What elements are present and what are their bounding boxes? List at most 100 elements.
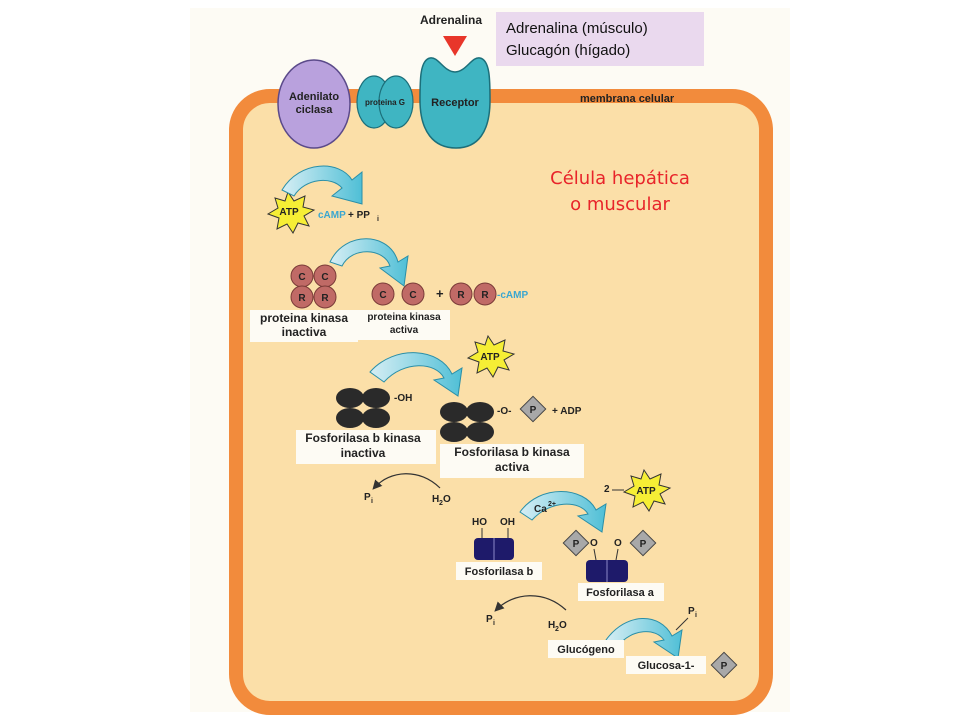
pk-activation-arrow xyxy=(329,238,409,287)
phosphate-diamond-2 xyxy=(562,529,590,557)
atp-burst-3 xyxy=(622,468,672,512)
phosphorylase-activation-arrow xyxy=(519,491,607,533)
adenylate-cyclase-label-1: Adenilato xyxy=(289,91,339,103)
phosphate-diamond-3 xyxy=(629,529,657,557)
glycogen-label: Glucógeno xyxy=(557,644,615,656)
svg-text:R: R xyxy=(298,293,306,304)
fbk-inactive-label-2: inactiva xyxy=(341,446,386,460)
receptor-label: Receptor xyxy=(431,97,479,109)
adenylate-cyclase xyxy=(277,59,351,149)
glucose-label-bg xyxy=(626,656,706,674)
svg-text:R: R xyxy=(321,293,329,304)
protein-kinase-active: C C xyxy=(371,282,425,306)
svg-text:C: C xyxy=(298,272,305,283)
h2o-label-2: H xyxy=(548,620,555,631)
pi-subscript-2: i xyxy=(493,620,495,627)
pi-subscript-1: i xyxy=(371,498,373,505)
fbk-oh: -OH xyxy=(394,393,412,404)
receptor xyxy=(419,57,491,149)
pi-label-3: P xyxy=(688,606,695,617)
pi-label-2: P xyxy=(486,614,493,625)
svg-text:C: C xyxy=(379,290,386,301)
pi-subscript-3: i xyxy=(695,612,697,619)
adenylate-cyclase-label-2: ciclasa xyxy=(296,104,334,116)
membrane-label: membrana celular xyxy=(580,93,675,105)
h2o-label-1: H xyxy=(432,494,439,505)
atp-label-1: ATP xyxy=(279,207,299,218)
atp-burst-2 xyxy=(466,334,516,378)
phosphorylase-b-label: Fosforilasa b xyxy=(465,566,534,578)
h2o-tail-1: O xyxy=(443,494,451,505)
fbk-active-label-bg xyxy=(440,444,584,478)
fbk-inactive-complex xyxy=(336,388,390,428)
pi-entry-line xyxy=(675,617,689,631)
pi-label-1: P xyxy=(364,492,371,503)
phosphorylase-a xyxy=(586,560,628,582)
h2o-tail-2: O xyxy=(559,620,567,631)
pk-active-label-1: proteina kinasa xyxy=(367,312,441,323)
hormone-note: Adrenalina (músculo) Glucagón (hígado) xyxy=(496,12,704,66)
adp-label: + ADP xyxy=(552,406,582,417)
h2o-sub-1: 2 xyxy=(439,500,443,507)
dephosphorylation-arrow-1 xyxy=(372,473,441,490)
pk-inactive-label-bg xyxy=(250,310,358,342)
ca-label: Ca xyxy=(534,504,547,515)
phosphorylase-a-label-bg xyxy=(578,583,664,601)
o-label-2: O xyxy=(614,538,622,549)
hormone-note-line-1: Adrenalina (músculo) xyxy=(506,20,648,37)
pp-label: + PP xyxy=(348,210,370,221)
pk-active-label-2: activa xyxy=(390,325,419,336)
fbk-inactive-label-bg xyxy=(296,430,436,464)
h2o-sub-2: 2 xyxy=(555,626,559,633)
fbk-inactive-label-1: Fosforilasa b kinasa xyxy=(305,431,421,445)
phosphate-diamond-1 xyxy=(519,395,547,423)
phosphate-diamond-4 xyxy=(710,651,738,679)
atp-burst-1 xyxy=(266,190,316,234)
cell-caption-line-1: Célula hepática xyxy=(550,168,690,189)
atp-label-2: ATP xyxy=(480,352,500,363)
phosphate-label-2: P xyxy=(573,539,580,550)
svg-text:C: C xyxy=(321,272,328,283)
pk-active-label-bg xyxy=(358,310,450,340)
svg-text:R: R xyxy=(457,290,465,301)
two-label: 2 xyxy=(604,484,610,495)
cell-caption: Célula hepática o muscular xyxy=(520,166,720,218)
pp-subscript: i xyxy=(377,216,379,223)
glycogenolysis-arrow xyxy=(605,618,683,659)
protein-kinase-inactive: C C R R xyxy=(290,264,337,309)
o-label-1: O xyxy=(590,538,598,549)
glucose-label: Glucosa-1- xyxy=(638,660,695,672)
glycogen-label-bg xyxy=(548,640,624,658)
svg-text:R: R xyxy=(481,290,489,301)
atp-to-camp-arrow xyxy=(281,165,363,205)
phosphorylase-b xyxy=(474,538,514,560)
pk-inactive-label-2: inactiva xyxy=(282,325,327,339)
g-protein-right xyxy=(378,75,414,129)
fbk-active-label-2: activa xyxy=(495,460,529,474)
ho-label: HO xyxy=(472,517,487,528)
fbk-active-label-1: Fosforilasa b kinasa xyxy=(454,445,570,459)
phosphorylase-a-label: Fosforilasa a xyxy=(586,587,655,599)
pk-plus: + xyxy=(436,286,444,301)
atp-label-3: ATP xyxy=(636,486,656,497)
cell-caption-line-2: o muscular xyxy=(570,194,670,215)
dephosphorylation-arrow-2 xyxy=(494,595,567,612)
fbk-o-dash: -O- xyxy=(497,406,511,417)
fbk-active-complex xyxy=(440,402,494,442)
oh-label: OH xyxy=(500,517,515,528)
phosphate-label-3: P xyxy=(640,539,647,550)
svg-text:C: C xyxy=(409,290,416,301)
pk-inactive-label-1: proteina kinasa xyxy=(260,311,348,325)
phosphate-label-1: P xyxy=(530,405,537,416)
o-bond-2 xyxy=(615,548,619,561)
regulatory-subunits: R R xyxy=(449,282,497,306)
g-protein-label: proteina G xyxy=(365,98,405,107)
o-bond-1 xyxy=(593,548,597,561)
phosphorylase-b-label-bg xyxy=(456,562,542,580)
adrenalina-ligand xyxy=(443,36,467,56)
ca-superscript: 2+ xyxy=(548,501,556,508)
hormone-note-line-2: Glucagón (hígado) xyxy=(506,42,631,59)
adrenalina-label: Adrenalina xyxy=(420,13,482,27)
